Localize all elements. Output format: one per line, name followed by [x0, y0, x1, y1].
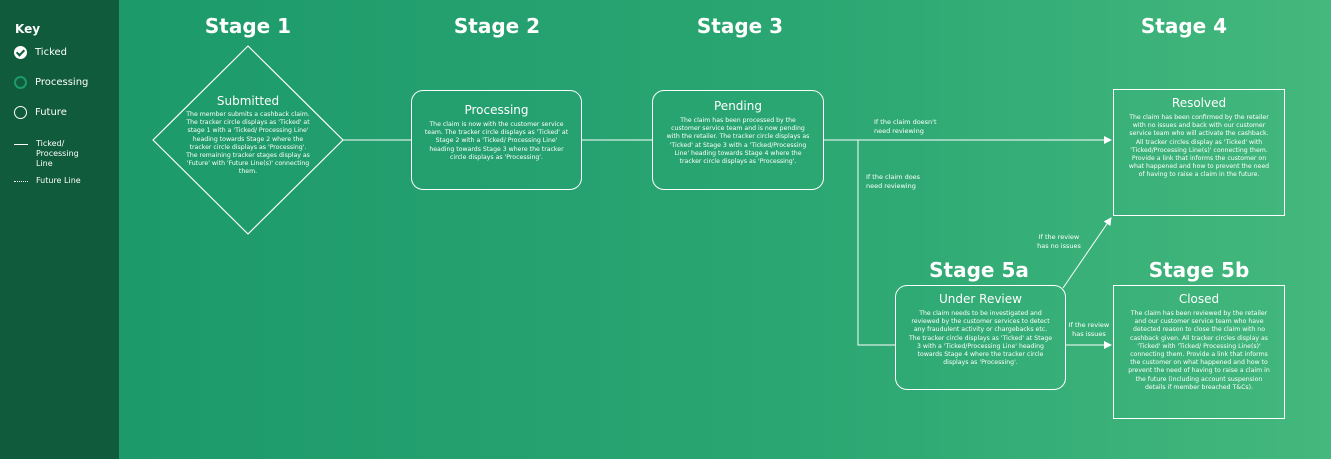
key-title: Key — [15, 22, 41, 36]
under-review-title: Under Review — [939, 292, 1022, 306]
pending-node: Pending The claim has been processed by … — [652, 90, 824, 190]
key-item-ticked: Ticked — [14, 46, 67, 59]
submitted-diamond-shape — [152, 45, 344, 235]
flow-diagram — [119, 0, 1331, 459]
closed-body: The claim has been reviewed by the retai… — [1128, 310, 1270, 391]
dotted-line-icon — [14, 181, 28, 182]
stage-5b-label: Stage 5b — [1148, 258, 1250, 282]
connector-5a-4 — [1062, 217, 1112, 289]
submitted-body: The member submits a cashback claim. The… — [186, 111, 310, 176]
key-ticked-line-label: Ticked/ Processing Line — [36, 139, 79, 168]
key-panel: Key Ticked Processing Future Ticked/ Pro… — [0, 0, 119, 459]
ticked-circle-icon — [14, 46, 27, 59]
processing-circle-icon — [14, 76, 27, 89]
resolved-body: The claim has been confirmed by the reta… — [1128, 114, 1270, 179]
key-future-label: Future — [35, 107, 67, 118]
stage-2-label: Stage 2 — [453, 14, 541, 38]
future-circle-icon — [14, 106, 27, 119]
submitted-title: Submitted — [216, 94, 280, 108]
edge-label-needs-review: If the claim does need reviewing — [866, 173, 921, 190]
under-review-node: Under Review The claim needs to be inves… — [895, 285, 1066, 390]
edge-label-review-no-issues: If the review has no issues — [1037, 233, 1081, 250]
key-future-line-label: Future Line — [36, 176, 81, 185]
closed-node: Closed The claim has been reviewed by th… — [1113, 285, 1285, 419]
resolved-node: Resolved The claim has been confirmed by… — [1113, 89, 1285, 216]
closed-title: Closed — [1178, 292, 1220, 306]
solid-line-icon — [14, 144, 28, 145]
stage-5a-label: Stage 5a — [929, 258, 1029, 282]
pending-title: Pending — [714, 99, 762, 113]
key-item-future-line: Future Line — [14, 176, 104, 186]
processing-title: Processing — [464, 103, 529, 117]
processing-node: Processing The claim is now with the cus… — [411, 90, 582, 190]
connector-3-5a — [857, 140, 895, 346]
processing-body: The claim is now with the customer servi… — [424, 121, 569, 161]
edge-label-no-review: If the claim doesn't need reviewing — [874, 118, 937, 135]
submitted-node: Submitted The member submits a cashback … — [183, 94, 313, 177]
key-item-ticked-line: Ticked/ Processing Line — [14, 139, 104, 169]
stage-4-label: Stage 4 — [1140, 14, 1228, 38]
key-processing-label: Processing — [35, 77, 89, 88]
edge-label-review-has-issues: If the review has issues — [1068, 321, 1110, 338]
under-review-body: The claim needs to be investigated and r… — [908, 310, 1053, 367]
pending-body: The claim has been processed by the cust… — [666, 117, 810, 166]
key-item-processing: Processing — [14, 76, 88, 89]
stage-3-label: Stage 3 — [696, 14, 784, 38]
stage-1-label: Stage 1 — [204, 14, 292, 38]
resolved-title: Resolved — [1171, 96, 1227, 110]
key-item-future: Future — [14, 106, 67, 119]
key-ticked-label: Ticked — [35, 47, 68, 58]
